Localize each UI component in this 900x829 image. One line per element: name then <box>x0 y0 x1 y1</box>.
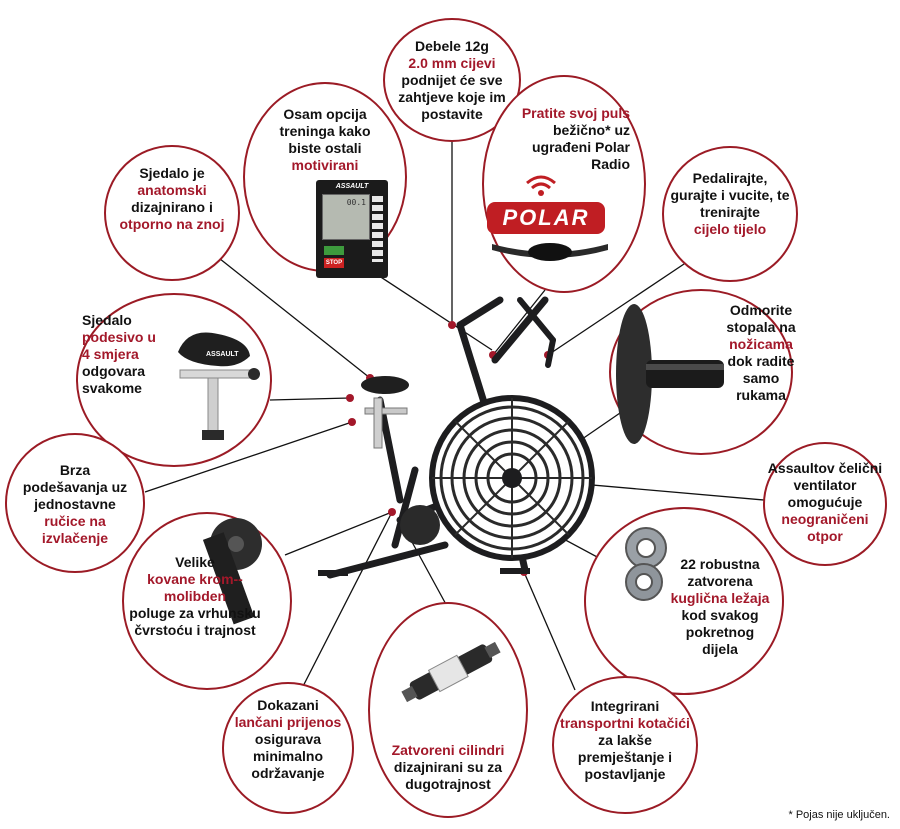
polar-highlight: Pratite svoj puls <box>521 105 630 121</box>
pegs-text-2: dok radite samo rukama <box>727 353 795 403</box>
fullbody-text: Pedalirajte, gurajte i vucite, te trenir… <box>670 170 790 220</box>
chain-highlight: lančani prijenos <box>234 714 342 730</box>
polar-logo: POLAR <box>487 202 605 234</box>
bottom-bracket-image <box>401 641 501 703</box>
cranks-highlight: kovane krom--molibden <box>147 571 243 604</box>
wheels-caption: Integrirani transportni kotačići za lakš… <box>560 698 690 783</box>
cylinder-text: dizajnirani su za dugotrajnost <box>393 759 503 792</box>
frame-text-2: podnijet će sve zahtjeve koje im postavi… <box>398 72 506 122</box>
fullbody-caption: Pedalirajte, gurajte i vucite, te trenir… <box>670 170 790 238</box>
air-bike-illustration <box>318 296 595 579</box>
svg-text:ASSAULT: ASSAULT <box>206 351 239 358</box>
polar-logo-text: POLAR <box>502 205 590 230</box>
pegs-text-1: Odmorite stopala na <box>726 302 796 335</box>
cranks-caption: Velike kovane krom--molibden poluge za v… <box>128 554 262 639</box>
callout-adjust <box>76 293 272 467</box>
cylinder-highlight: Zatvoreni cilindri <box>391 742 505 758</box>
console-stop-button: STOP <box>324 258 344 268</box>
seat-text-1: Sjedalo je <box>139 165 205 181</box>
adjust-text-2: odgovara svakome <box>82 363 146 396</box>
callout-seat <box>104 145 240 281</box>
frame-text-1: Debele 12g <box>415 38 489 54</box>
console-value: 00.1 <box>346 198 366 207</box>
polar-text: bežično* uz ugrađeni Polar Radio <box>531 122 630 172</box>
callout-fan <box>763 442 887 566</box>
programs-highlight: motivirani <box>291 157 359 173</box>
seat-caption: Sjedalo je anatomski dizajnirano i otpor… <box>112 165 232 233</box>
quick-caption: Brza podešavanja uz jednostavne ručice n… <box>16 462 134 547</box>
seat-text-2: dizajnirano i <box>131 199 213 215</box>
wifi-signal-icon <box>526 175 556 196</box>
quick-highlight: ručice na izvlačenje <box>41 513 109 546</box>
programs-caption: Osam opcija treninga kako biste ostali m… <box>265 106 385 174</box>
polar-caption: Pratite svoj puls bežično* uz ugrađeni P… <box>510 105 630 173</box>
seat-image: ASSAULT <box>178 332 260 440</box>
bearings-highlight: kuglična ležaja <box>670 590 770 606</box>
wheels-text-2: za lakše premještanje i postavljanje <box>577 732 673 782</box>
chest-strap-image <box>492 243 608 261</box>
pegs-caption: Odmorite stopala na nožicama dok radite … <box>718 302 804 404</box>
adjust-highlight: podesivo u 4 smjera <box>82 329 156 362</box>
chain-caption: Dokazani lančani prijenos osigurava mini… <box>228 697 348 782</box>
wheels-text-1: Integrirani <box>590 698 660 714</box>
footnote: * Pojas nije uključen. <box>788 809 890 821</box>
cranks-text-1: Velike <box>175 554 215 570</box>
cranks-text-2: poluge za vrhunsku čvrstoću i trajnost <box>129 605 261 638</box>
fan-text: Assaultov čelični ventilator omogućuje <box>767 460 883 510</box>
callout-bearings <box>584 507 784 695</box>
ball-bearing-image <box>625 527 667 601</box>
seat-highlight-1: anatomski <box>137 182 207 198</box>
console-brand: ASSAULT <box>335 183 369 190</box>
frame-caption: Debele 12g 2.0 mm cijevi podnijet će sve… <box>392 38 512 123</box>
callout-fullbody <box>662 146 798 282</box>
adjust-text-1: Sjedalo <box>82 312 132 328</box>
foot-peg-image <box>616 304 724 444</box>
console-image: ASSAULT 00.1 STOP <box>316 180 388 278</box>
crank-arm-image <box>202 518 262 625</box>
bearings-text-1: 22 robustna zatvorena <box>680 556 760 589</box>
fullbody-highlight: cijelo tijelo <box>693 221 767 237</box>
cylinder-caption: Zatvoreni cilindri dizajnirani su za dug… <box>380 742 516 793</box>
seat-highlight-2: otporno na znoj <box>119 216 225 232</box>
console-start-button <box>324 246 344 255</box>
fan-highlight: neograničeni otpor <box>781 511 869 544</box>
bearings-caption: 22 robustna zatvorena kuglična ležaja ko… <box>668 556 772 658</box>
console-screen: 00.1 <box>322 194 370 240</box>
frame-highlight: 2.0 mm cijevi <box>408 55 496 71</box>
callout-chain <box>222 682 354 814</box>
chain-text-1: Dokazani <box>257 697 319 713</box>
pegs-highlight: nožicama <box>729 336 793 352</box>
adjust-caption: Sjedalo podesivo u 4 smjera odgovara sva… <box>82 312 160 397</box>
callout-wheels <box>552 676 698 814</box>
programs-text: Osam opcija treninga kako biste ostali <box>279 106 371 156</box>
console-keypad <box>372 196 383 262</box>
chain-text-2: osigurava minimalno održavanje <box>251 731 325 781</box>
callout-cylinder <box>368 602 528 818</box>
callout-quick <box>5 433 145 573</box>
bearings-text-2: kod svakog pokretnog dijela <box>681 607 759 657</box>
fan-caption: Assaultov čelični ventilator omogućuje n… <box>766 460 884 545</box>
wheels-highlight: transportni kotačići <box>560 715 690 731</box>
quick-text: Brza podešavanja uz jednostavne <box>22 462 128 512</box>
